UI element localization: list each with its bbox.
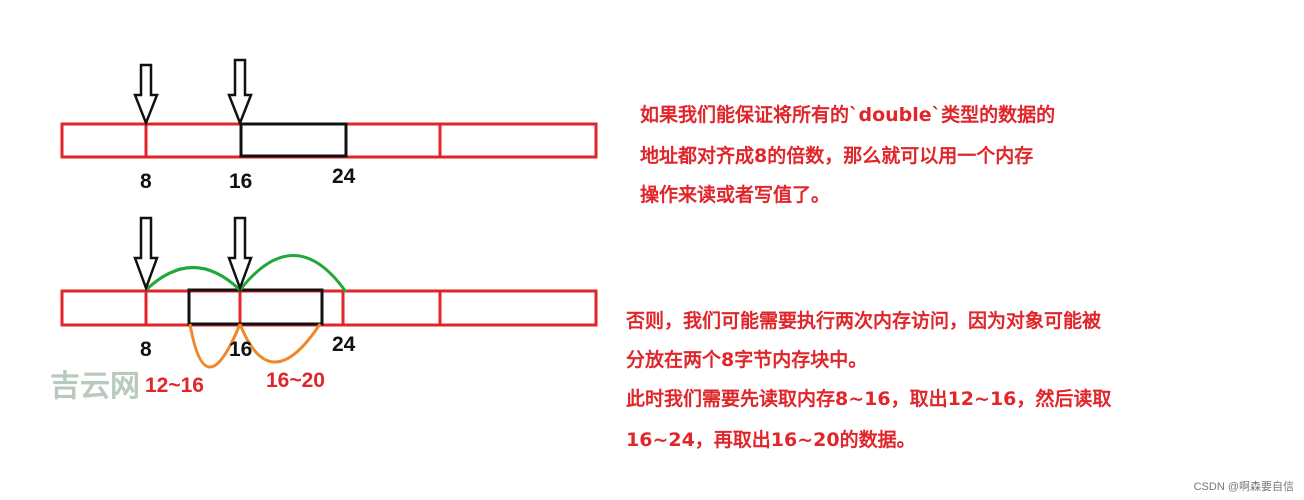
range-label-12-16: 12~16 (145, 374, 204, 397)
aligned-text-line-1: 如果我们能保证将所有的`double`类型的数据的 (640, 104, 1056, 126)
footer-credit: CSDN @啊森要自信 (1193, 481, 1294, 493)
unaligned-text-line-1: 否则，我们可能需要执行两次内存访问，因为对象可能被 (626, 310, 1102, 332)
watermark: 吉云网 (50, 369, 140, 404)
bottom-memory-bar (60, 289, 598, 327)
read-arc-16-24 (238, 254, 348, 293)
bottom-object-box (187, 288, 324, 326)
top-label-24: 24 (332, 165, 356, 188)
top-label-8: 8 (140, 170, 152, 193)
aligned-text-line-2: 地址都对齐成8的倍数，那么就可以用一个内存 (640, 145, 1034, 167)
down-arrow-icon (227, 216, 253, 292)
top-memory-bar (60, 122, 598, 159)
down-arrow-icon (133, 63, 159, 127)
bottom-label-16: 16 (229, 338, 252, 361)
unaligned-text-line-3: 此时我们需要先读取内存8~16，取出12~16，然后读取 (626, 388, 1112, 410)
extract-arc-12-16 (188, 323, 242, 369)
down-arrow-icon (227, 58, 253, 127)
down-arrow-icon (133, 216, 159, 292)
top-label-16: 16 (229, 170, 252, 193)
extract-arc-16-20 (238, 323, 322, 364)
unaligned-text-line-4: 16~24，再取出16~20的数据。 (626, 429, 916, 451)
aligned-text-line-3: 操作来读或者写值了。 (640, 184, 831, 206)
unaligned-text-line-2: 分放在两个8字节内存块中。 (626, 349, 868, 371)
bottom-label-24: 24 (332, 333, 356, 356)
read-arc-8-16 (144, 266, 242, 292)
bottom-label-8: 8 (140, 338, 152, 361)
range-label-16-20: 16~20 (266, 369, 325, 392)
top-object-box (239, 122, 348, 158)
